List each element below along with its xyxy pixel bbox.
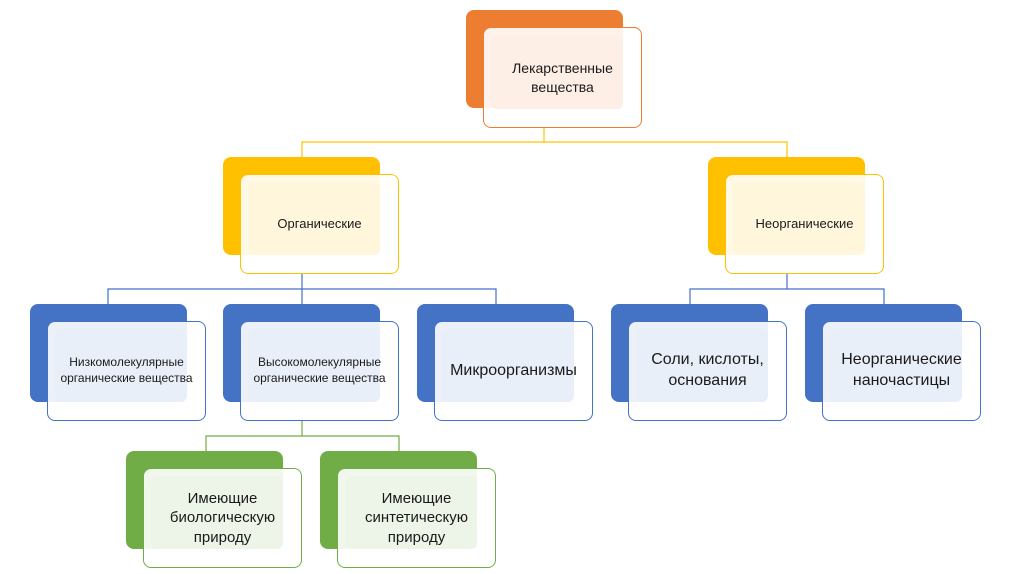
node-inner-fill bbox=[830, 329, 962, 402]
node-label: Лекарственные вещества bbox=[512, 60, 613, 95]
node-label: Органические bbox=[277, 215, 362, 231]
node-label: Микроорганизмы bbox=[450, 361, 577, 379]
node-label: Низкомолекулярные органические вещества bbox=[60, 355, 193, 385]
node-label: Высокомолекулярные органические вещества bbox=[253, 355, 386, 385]
node-salts-acids-bases: Соли, кислоты, основания bbox=[611, 304, 787, 421]
node-synthetic-nature: Имеющие синтетическую природу bbox=[320, 451, 496, 568]
node-card: Имеющие биологическую природу bbox=[143, 468, 302, 568]
node-inorganic: Неорганические bbox=[708, 157, 884, 274]
node-medicinal-substances: Лекарственные вещества bbox=[466, 10, 642, 128]
node-card: Лекарственные вещества bbox=[483, 27, 642, 128]
node-inner-fill bbox=[248, 182, 380, 255]
connector-inorganic-bar bbox=[689, 288, 885, 304]
node-inner-fill bbox=[345, 476, 477, 549]
high-molecular-connectors bbox=[205, 420, 400, 451]
node-inner-fill bbox=[248, 329, 380, 402]
node-low-molecular-organic: Низкомолекулярные органические вещества bbox=[30, 304, 206, 421]
node-microorganisms: Микроорганизмы bbox=[417, 304, 593, 421]
node-organic: Органические bbox=[223, 157, 399, 274]
node-inorganic-nanoparticles: Неорганические наночастицы bbox=[805, 304, 981, 421]
node-label: Имеющие биологическую природу bbox=[169, 489, 276, 546]
node-card: Микроорганизмы bbox=[434, 321, 593, 421]
node-card: Имеющие синтетическую природу bbox=[337, 468, 496, 568]
node-card: Соли, кислоты, основания bbox=[628, 321, 787, 421]
node-inner-fill bbox=[636, 329, 768, 402]
root-connectors bbox=[301, 127, 788, 157]
node-high-molecular-organic: Высокомолекулярные органические вещества bbox=[223, 304, 399, 421]
organic-connectors bbox=[107, 273, 497, 304]
node-inner-fill bbox=[151, 476, 283, 549]
node-biological-nature: Имеющие биологическую природу bbox=[126, 451, 302, 568]
node-label: Неорганические наночастицы bbox=[841, 351, 962, 389]
node-inner-fill bbox=[55, 329, 187, 402]
node-inner-fill bbox=[491, 35, 623, 109]
connector-high-bar bbox=[205, 435, 400, 451]
node-card: Неорганические наночастицы bbox=[822, 321, 981, 421]
node-label: Неорганические bbox=[755, 215, 854, 231]
node-card: Неорганические bbox=[725, 174, 884, 274]
node-card: Низкомолекулярные органические вещества bbox=[47, 321, 206, 421]
node-card: Органические bbox=[240, 174, 399, 274]
node-card: Высокомолекулярные органические вещества bbox=[240, 321, 399, 421]
node-label: Имеющие синтетическую природу bbox=[364, 489, 469, 546]
inorganic-connectors bbox=[689, 273, 885, 304]
node-inner-fill bbox=[442, 329, 574, 402]
connector-root-bar bbox=[301, 141, 788, 157]
node-label: Соли, кислоты, основания bbox=[651, 351, 764, 389]
node-inner-fill bbox=[733, 182, 865, 255]
